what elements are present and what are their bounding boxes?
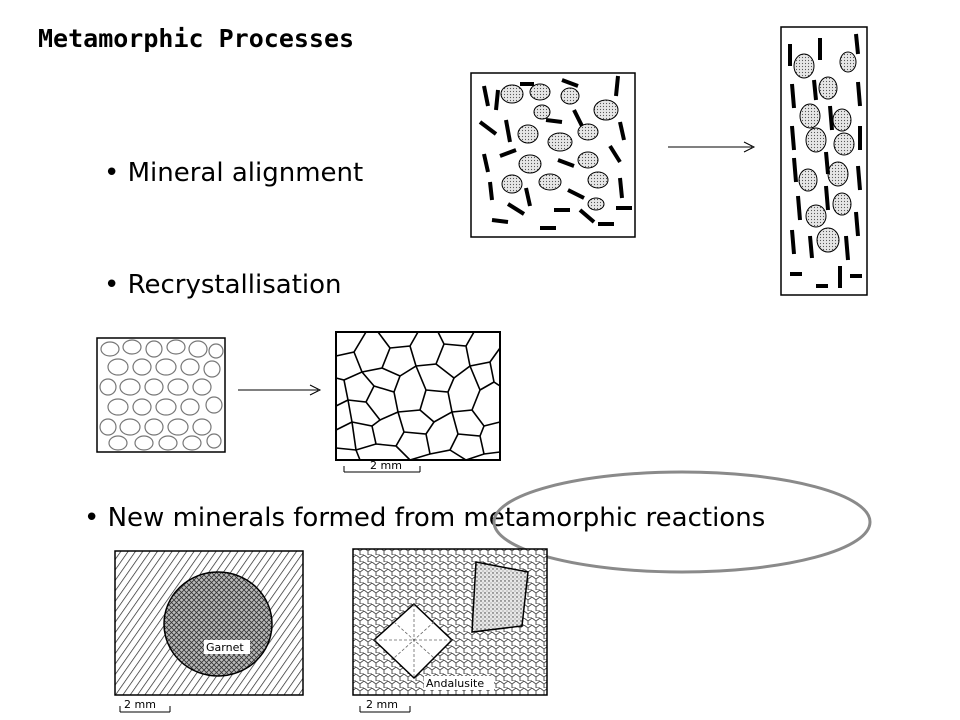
arrow-icon	[238, 384, 322, 396]
arrow-icon	[668, 141, 756, 153]
highlight-ellipse	[492, 470, 872, 574]
andalusite-scale-label: 2 mm	[366, 698, 398, 711]
andalusite-label: Andalusite	[426, 677, 484, 690]
garnet-label: Garnet	[206, 641, 244, 654]
bullet-new-minerals: • New minerals formed from metamorphic r…	[84, 503, 766, 533]
recrystallised-scale-label: 2 mm	[370, 459, 402, 472]
slide-title: Metamorphic Processes	[38, 24, 355, 53]
bullet-mineral-alignment: • Mineral alignment	[104, 158, 364, 188]
bullet-recrystallisation: • Recrystallisation	[104, 270, 342, 300]
grains-before-diagram	[96, 337, 226, 453]
grains-after-diagram: 2 mm	[335, 331, 501, 473]
random-fabric-diagram	[470, 72, 636, 238]
andalusite-diagram: Andalusite 2 mm	[352, 548, 548, 713]
aligned-fabric-diagram	[780, 26, 868, 296]
garnet-scale-label: 2 mm	[124, 698, 156, 711]
garnet-diagram: Garnet 2 mm	[114, 550, 304, 713]
